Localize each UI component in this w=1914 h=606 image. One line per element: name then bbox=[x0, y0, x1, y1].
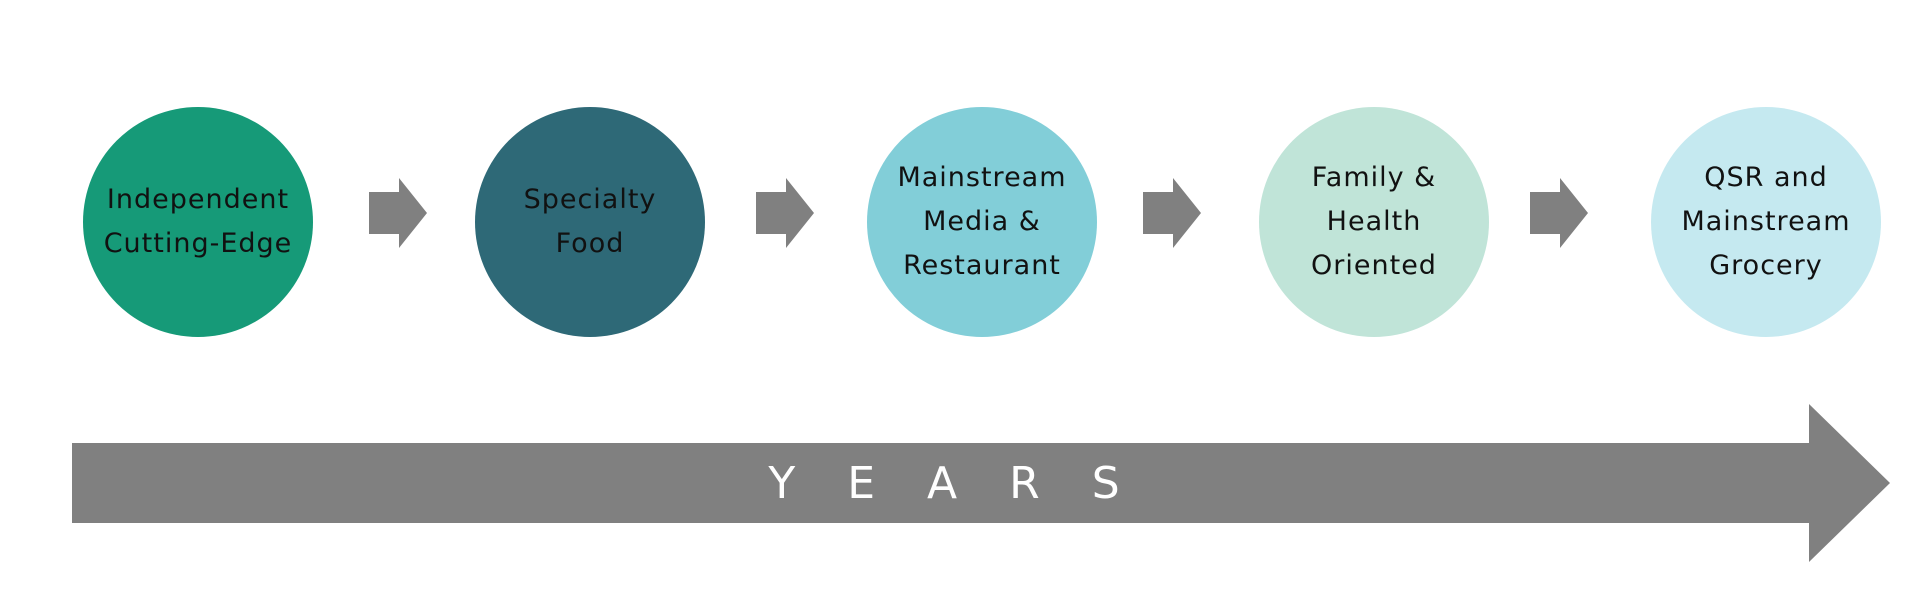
timeline-label: YEARS bbox=[768, 457, 1172, 509]
step-arrow-1-icon bbox=[369, 178, 427, 248]
stage-circle-4: Family & Health Oriented bbox=[1259, 107, 1489, 337]
stage-label-4: Family & Health Oriented bbox=[1311, 162, 1437, 281]
stage-circle-2: Specialty Food bbox=[475, 107, 705, 337]
stage-circle-5: QSR and Mainstream Grocery bbox=[1651, 107, 1881, 337]
step-arrow-3-icon bbox=[1143, 178, 1201, 248]
stage-circle-1: Independent Cutting-Edge bbox=[83, 107, 313, 337]
stage-circle-3: Mainstream Media & Restaurant bbox=[867, 107, 1097, 337]
stage-label-5: QSR and Mainstream Grocery bbox=[1681, 162, 1851, 281]
timeline-arrow-icon bbox=[72, 404, 1890, 562]
stage-label-3: Mainstream Media & Restaurant bbox=[897, 162, 1067, 281]
stage-label-2: Specialty Food bbox=[523, 184, 657, 259]
step-arrow-2-icon bbox=[756, 178, 814, 248]
step-arrow-4-icon bbox=[1530, 178, 1588, 248]
stage-label-1: Independent Cutting-Edge bbox=[103, 184, 293, 259]
